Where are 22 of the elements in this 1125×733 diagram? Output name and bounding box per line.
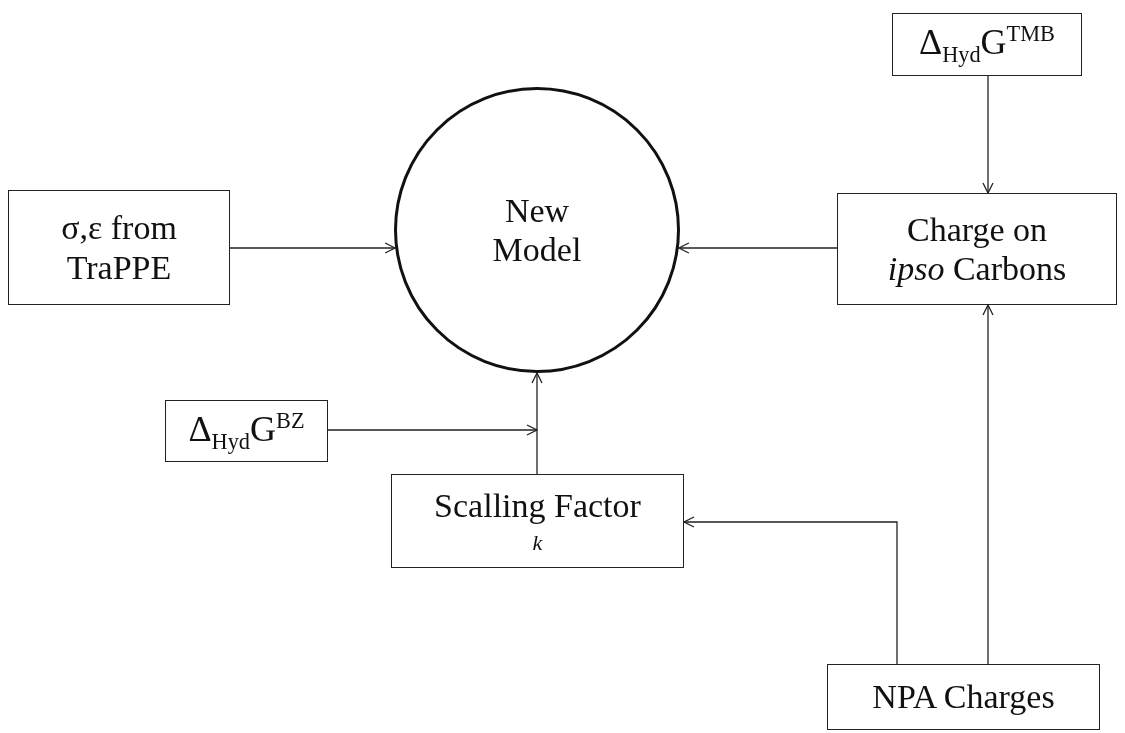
node-label: New Model [491, 190, 583, 270]
arrow [531, 372, 543, 475]
arrow [982, 304, 994, 665]
process-box [8, 190, 230, 305]
arrow [327, 424, 538, 436]
node-label: NPA Charges [872, 677, 1055, 717]
node-sublabel: k [532, 531, 543, 556]
model-circle [394, 87, 680, 373]
node-label: Δ$_{Hyd}$G$^{BZ}$ [188, 407, 305, 455]
node-label: Δ$_{Hyd}$G$^{TMB}$ [919, 21, 1055, 68]
process-box [391, 474, 684, 568]
node-label: Charge on ipso Carbons [886, 209, 1068, 289]
arrow [982, 75, 994, 194]
node-label: Scalling Factor [434, 486, 641, 526]
arrow [683, 516, 898, 665]
node-label: σ,ε from TraPPE [60, 208, 178, 287]
process-box [165, 400, 328, 462]
arrow [678, 242, 838, 254]
process-box [827, 664, 1100, 730]
process-box [837, 193, 1117, 305]
process-box [892, 13, 1082, 76]
arrow [229, 242, 396, 254]
